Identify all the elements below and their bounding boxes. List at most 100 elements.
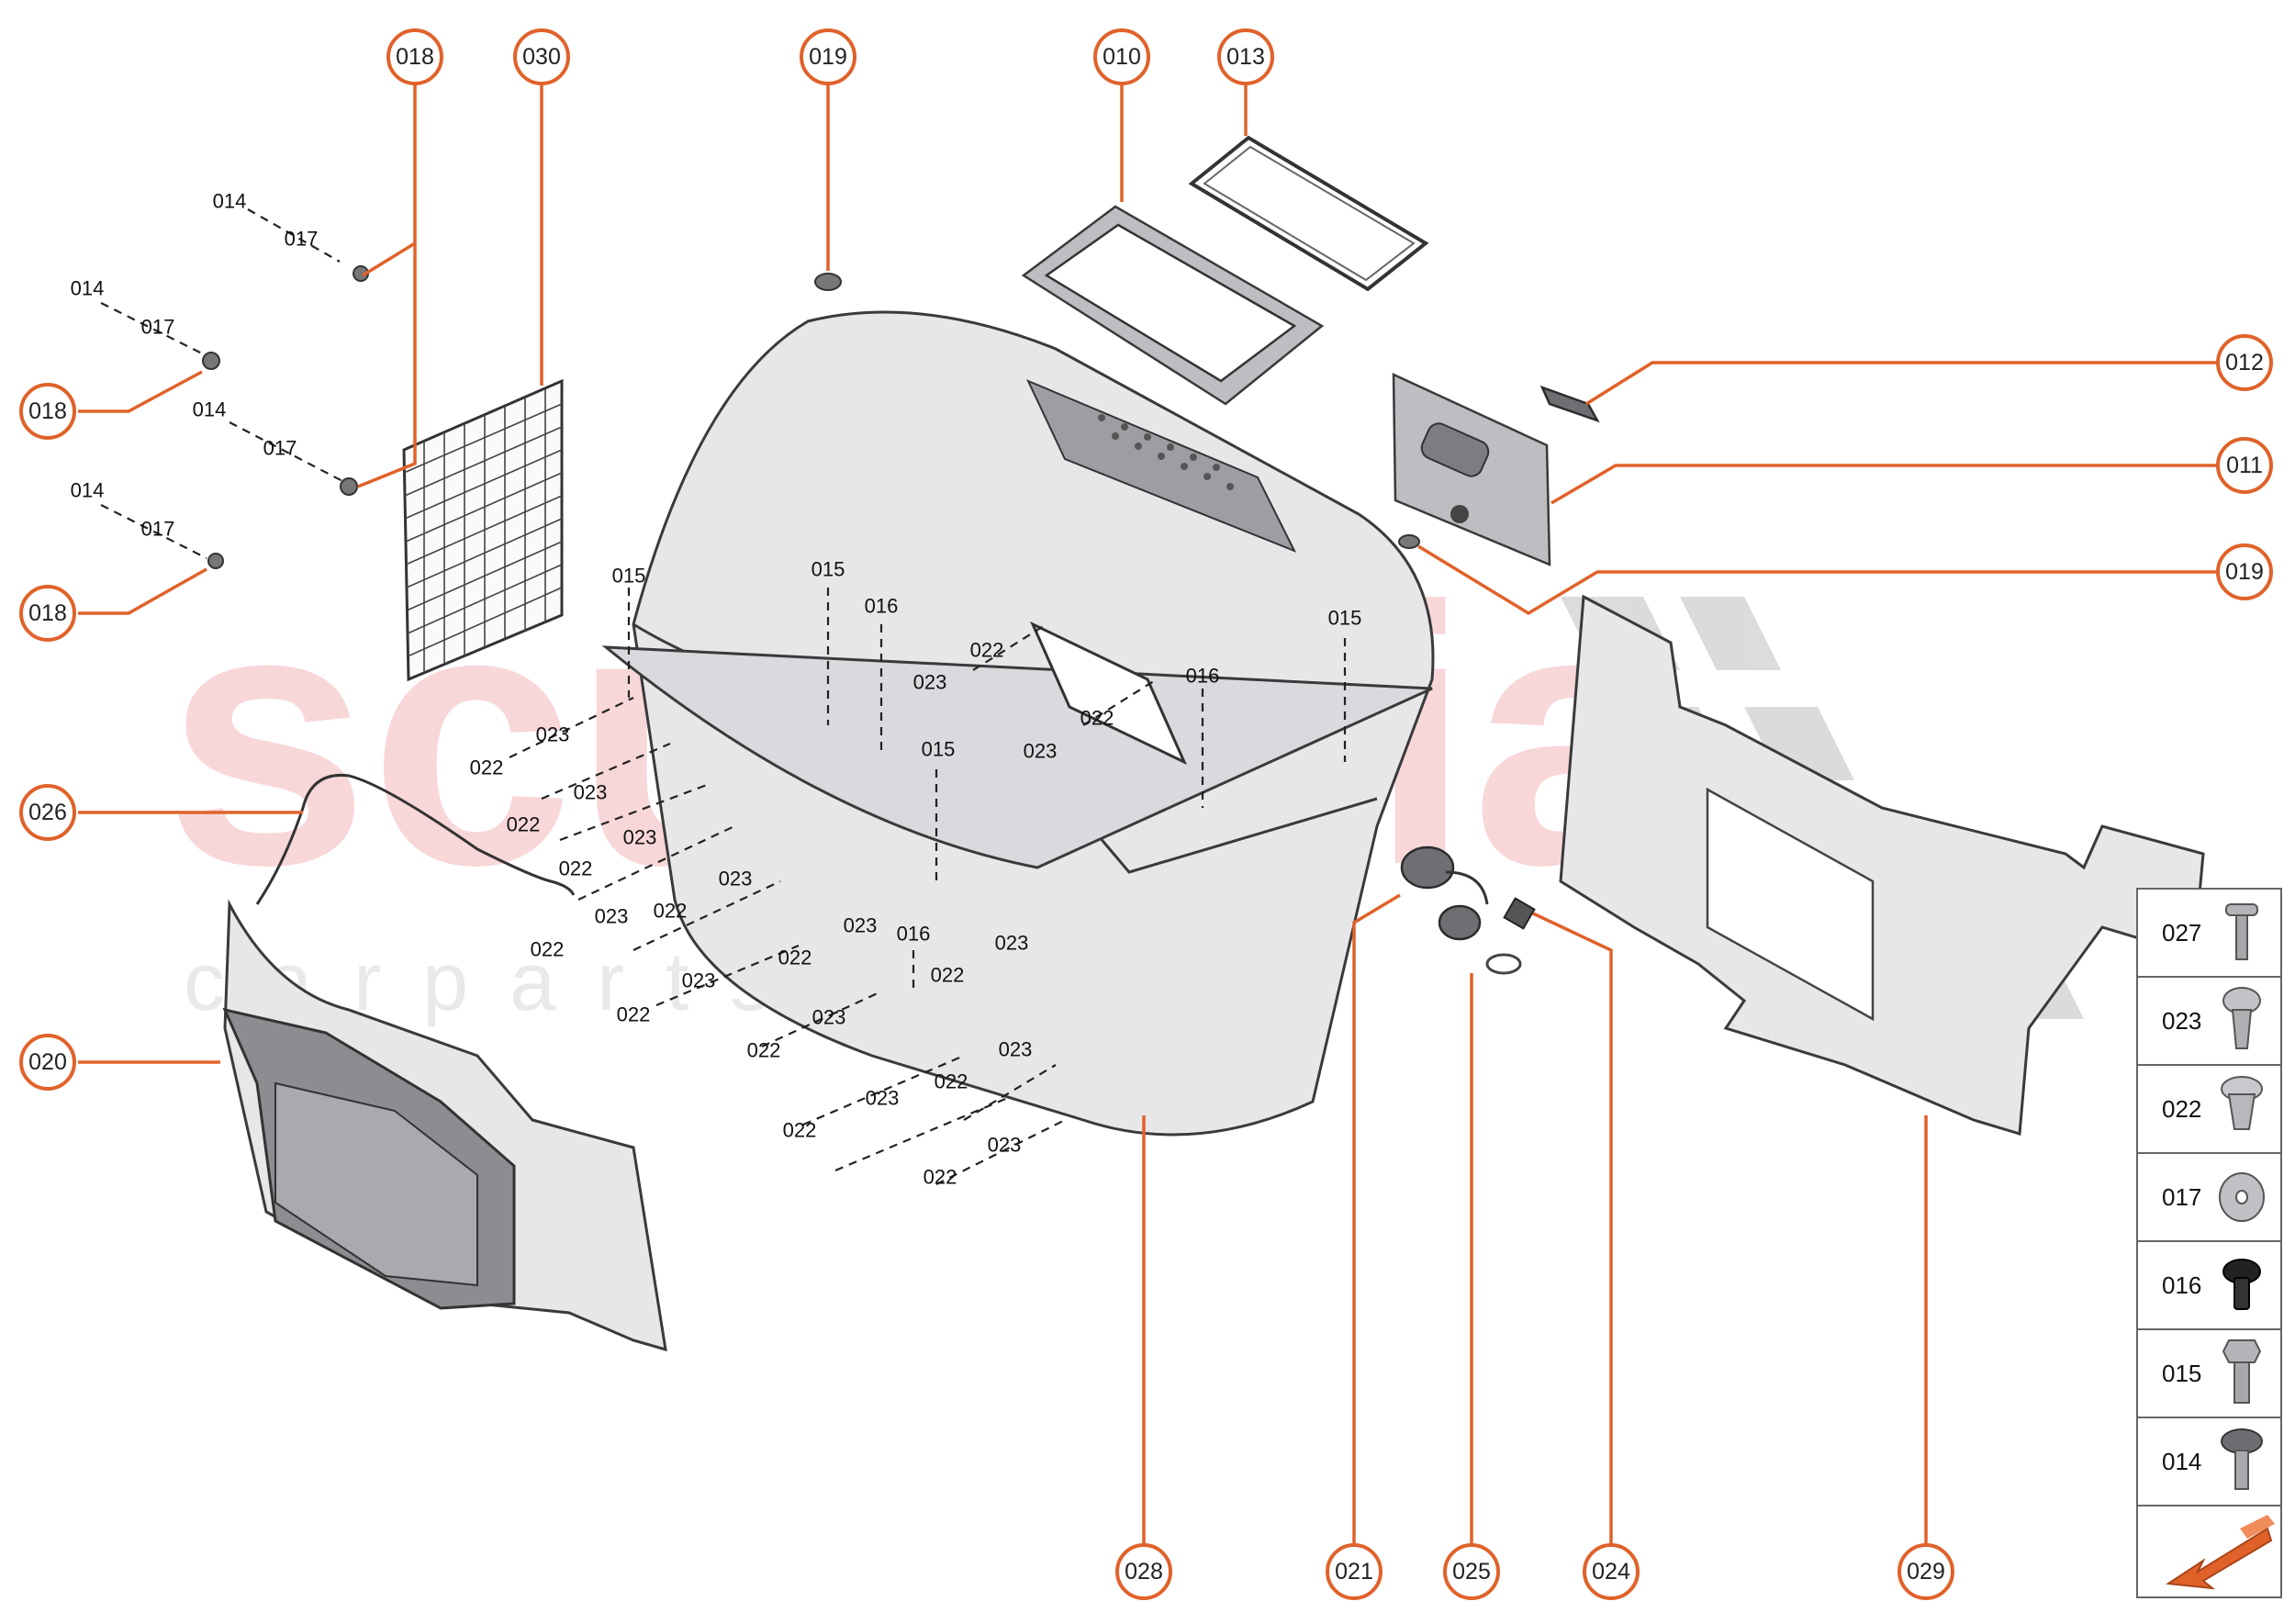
callout-028[interactable]: 028 <box>1115 1543 1172 1600</box>
legend-row-015[interactable]: 015 <box>2162 1339 2262 1404</box>
callout-label: 012 <box>2225 350 2264 375</box>
callout-018[interactable]: 018 <box>19 383 76 440</box>
part-label: 022 <box>935 1070 968 1093</box>
rear-cover <box>1559 594 2205 1136</box>
part-labels: 014 017 014 017 014 017 014 017 015 015 … <box>71 190 1362 1189</box>
legend-row-017[interactable]: 017 <box>2162 1172 2265 1222</box>
part-label: 022 <box>559 857 593 880</box>
callout-label: 024 <box>1592 1559 1630 1585</box>
part-label: 016 <box>1186 665 1220 688</box>
part-label: 014 <box>193 398 227 421</box>
side-trim <box>222 899 667 1352</box>
callout-label: 026 <box>28 800 67 825</box>
callout-029[interactable]: 029 <box>1898 1543 1954 1600</box>
callout-019[interactable]: 019 <box>2216 543 2273 600</box>
part-label: 015 <box>612 565 646 588</box>
callout-label: 019 <box>809 44 847 70</box>
lid-frame <box>1021 205 1325 406</box>
legend-row-022[interactable]: 022 <box>2162 1076 2263 1130</box>
legend-code: 023 <box>2162 1007 2201 1035</box>
callout-020[interactable]: 020 <box>19 1034 76 1091</box>
callout-label: 025 <box>1452 1559 1491 1585</box>
callout-024[interactable]: 024 <box>1583 1543 1640 1600</box>
expansion-nut-icon <box>2221 1076 2263 1130</box>
part-label: 022 <box>970 639 1004 662</box>
part-label: 022 <box>747 1039 781 1062</box>
callout-019[interactable]: 019 <box>800 28 856 85</box>
legend-row-027[interactable]: 027 <box>2162 903 2258 960</box>
part-label: 016 <box>865 595 899 618</box>
part-label: 022 <box>617 1003 651 1026</box>
connector-024 <box>1503 897 1536 930</box>
part-label: 022 <box>470 756 504 779</box>
callout-label: 020 <box>28 1049 67 1075</box>
push-clip-icon <box>2222 987 2261 1049</box>
legend-row-016[interactable]: 016 <box>2162 1259 2261 1310</box>
part-label: 017 <box>263 437 297 460</box>
legend-code: 016 <box>2162 1271 2201 1299</box>
callout-label: 028 <box>1125 1559 1163 1585</box>
washer-icon <box>2219 1172 2265 1222</box>
callout-label: 019 <box>2225 559 2264 585</box>
part-label: 014 <box>71 277 105 300</box>
legend-code: 022 <box>2162 1095 2201 1123</box>
callout-label: 018 <box>396 44 434 70</box>
part-label: 023 <box>536 723 570 746</box>
callout-025[interactable]: 025 <box>1443 1543 1500 1600</box>
part-label: 023 <box>999 1038 1033 1061</box>
part-label: 022 <box>531 938 565 961</box>
part-label: 023 <box>1024 740 1058 763</box>
lid-seal <box>1188 135 1429 292</box>
lock-panel <box>1392 373 1551 566</box>
part-label: 017 <box>141 316 175 339</box>
part-label: 016 <box>897 923 931 946</box>
part-label: 022 <box>507 813 541 836</box>
callout-label: 010 <box>1103 44 1141 70</box>
part-label: 022 <box>778 946 812 969</box>
callouts: 018 030 019 010 013 012 011 019 018 018 … <box>19 28 2273 1600</box>
callout-018[interactable]: 018 <box>19 585 76 642</box>
part-label: 023 <box>574 781 608 804</box>
part-label: 022 <box>654 900 688 923</box>
part-label: 014 <box>213 190 247 213</box>
forward-arrow-icon[interactable] <box>2166 1515 2275 1590</box>
legend-code: 017 <box>2162 1183 2201 1211</box>
callout-010[interactable]: 010 <box>1093 28 1150 85</box>
legend-row-023[interactable]: 023 <box>2162 987 2261 1049</box>
part-label: 017 <box>141 518 175 541</box>
fastener-legend: 027 023 022 017 <box>2136 888 2282 1598</box>
callout-label: 011 <box>2226 453 2263 478</box>
part-label: 023 <box>623 826 657 849</box>
callout-label: 030 <box>522 44 561 70</box>
part-label: 023 <box>995 932 1029 955</box>
legend-code: 015 <box>2162 1360 2201 1387</box>
callout-012[interactable]: 012 <box>2216 334 2273 391</box>
part-label: 017 <box>285 228 319 251</box>
hex-bolt-icon <box>2222 1339 2262 1404</box>
wire-harness <box>255 773 576 905</box>
part-label: 022 <box>931 964 965 987</box>
part-label: 023 <box>812 1006 846 1029</box>
callout-013[interactable]: 013 <box>1217 28 1274 85</box>
callout-026[interactable]: 026 <box>19 784 76 841</box>
part-label: 023 <box>866 1087 900 1110</box>
pan-screw-icon <box>2221 1428 2263 1490</box>
part-label: 015 <box>922 738 956 761</box>
callout-018[interactable]: 018 <box>386 28 443 85</box>
leader-lines <box>78 78 2217 1547</box>
part-label: 023 <box>719 868 753 890</box>
callout-label: 018 <box>28 600 67 626</box>
part-label: 014 <box>71 479 105 502</box>
dashed-leaders <box>100 208 1347 1185</box>
callout-030[interactable]: 030 <box>513 28 570 85</box>
legend-code: 027 <box>2162 919 2201 946</box>
screw-long-icon <box>2225 903 2258 960</box>
legend-row-014[interactable]: 014 <box>2162 1428 2263 1490</box>
clamp-025 <box>1485 953 1522 975</box>
callout-label: 018 <box>28 398 67 424</box>
latch <box>1539 385 1600 423</box>
callout-011[interactable]: 011 <box>2216 437 2273 494</box>
callout-021[interactable]: 021 <box>1326 1543 1383 1600</box>
part-label: 022 <box>1080 707 1114 730</box>
